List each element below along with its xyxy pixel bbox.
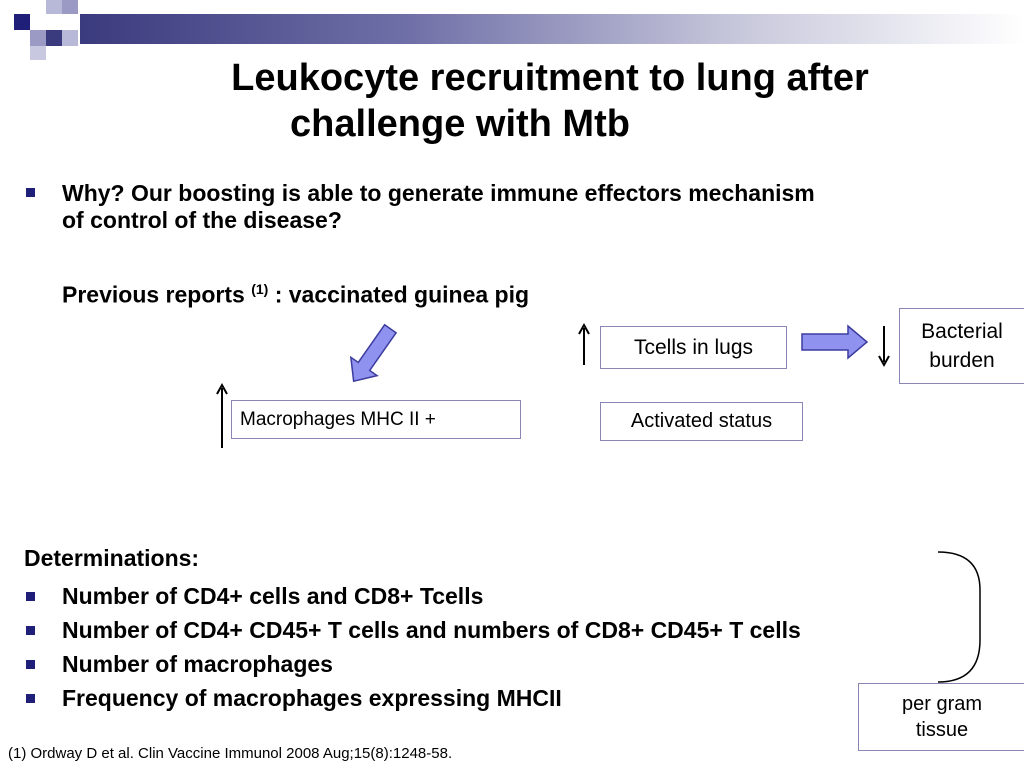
determination-item: Number of CD4+ CD45+ T cells and numbers…: [62, 617, 801, 643]
block-arrow-right-icon: [801, 324, 869, 360]
decrease-arrow-icon: [878, 326, 890, 368]
per-gram-tissue-box: per gram tissue: [858, 683, 1024, 751]
why-line-1: Why? Our boosting is able to generate im…: [62, 180, 815, 206]
bullet-marker: [26, 188, 35, 197]
right-brace-icon: [937, 551, 981, 683]
why-question: Why? Our boosting is able to generate im…: [62, 180, 815, 234]
increase-arrow-icon: [216, 382, 228, 448]
determination-item: Number of macrophages: [62, 651, 333, 677]
previous-superscript: (1): [251, 281, 269, 297]
determination-item: Number of CD4+ cells and CD8+ Tcells: [62, 583, 484, 609]
bacterial-burden-box: Bacterial burden: [899, 308, 1024, 384]
title-line-2: challenge with Mtb: [290, 103, 630, 145]
header-gradient-bar: [80, 14, 1024, 44]
block-arrow-down-left-icon: [349, 323, 398, 383]
header-decor-square: [46, 0, 62, 14]
tcells-label: Tcells in lugs: [633, 335, 754, 359]
determination-item: Frequency of macrophages expressing MHCI…: [62, 685, 562, 711]
header-decor-square: [30, 46, 46, 60]
tcells-box: Tcells in lugs: [600, 326, 787, 369]
bullet-marker: [26, 592, 35, 601]
per-gram-line-1: per gram: [901, 693, 983, 715]
bacterial-line-1: Bacterial: [921, 320, 1003, 343]
activated-status-box: Activated status: [600, 402, 803, 441]
header-decor-square: [30, 30, 46, 46]
why-line-2: of control of the disease?: [62, 207, 342, 233]
header-decor-square: [62, 0, 78, 14]
bacterial-line-2: burden: [929, 349, 995, 372]
macrophages-label: Macrophages MHC II +: [240, 409, 436, 430]
previous-suffix: : vaccinated guinea pig: [268, 281, 530, 308]
header-decor-square: [46, 30, 62, 46]
previous-reports: Previous reports (1) : vaccinated guinea…: [62, 276, 529, 309]
header-decor-square: [62, 30, 78, 46]
increase-arrow-icon: [578, 322, 590, 365]
activated-label: Activated status: [630, 410, 773, 432]
reference-footnote: (1) Ordway D et al. Clin Vaccine Immunol…: [8, 745, 453, 762]
bullet-marker: [26, 660, 35, 669]
determinations-heading: Determinations:: [24, 545, 200, 571]
bullet-marker: [26, 694, 35, 703]
header-decor-square: [14, 14, 30, 30]
per-gram-line-2: tissue: [915, 719, 969, 741]
previous-prefix: Previous reports: [62, 281, 252, 308]
bullet-marker: [26, 626, 35, 635]
macrophages-box: Macrophages MHC II +: [231, 400, 521, 439]
slide-title: Leukocyte recruitment to lung after chal…: [150, 55, 950, 147]
title-line-1: Leukocyte recruitment to lung after: [231, 57, 869, 99]
